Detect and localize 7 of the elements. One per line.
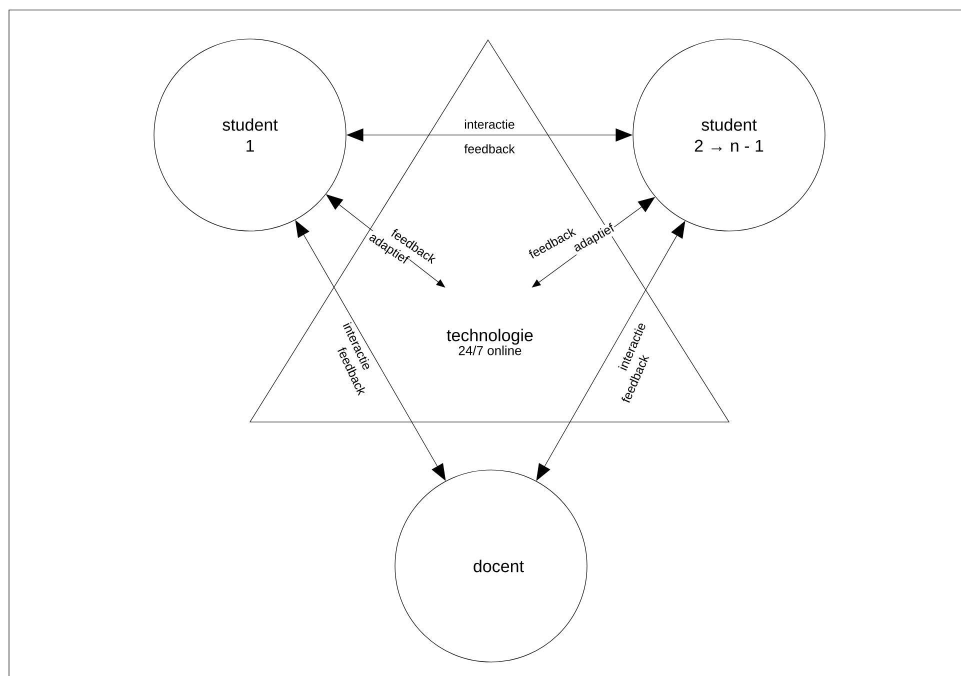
circle-node: student 2 → n - 1 [632,38,826,232]
edge-label: interactie [464,120,514,129]
double-arrow [295,220,446,481]
circle-node: student 1 [154,38,346,232]
circle-node: docent [394,470,588,662]
line-text: feedback [464,144,515,154]
center-text: technologie 24/7 online [446,328,533,356]
